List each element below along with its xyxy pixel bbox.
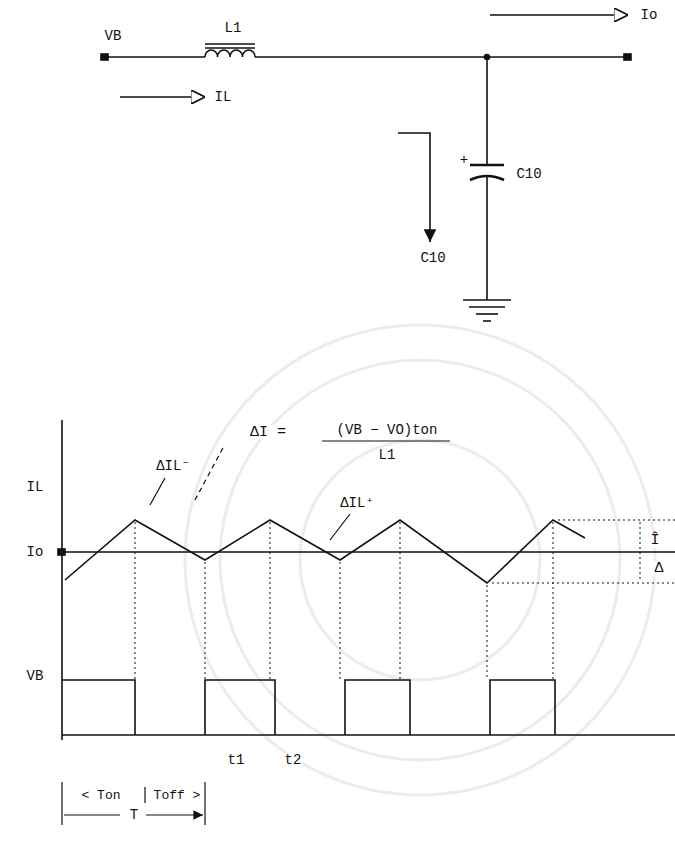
signal-label: Io [26, 545, 45, 559]
waveforms [58, 420, 675, 740]
signal-label: Î [649, 533, 660, 548]
component-label: IL [214, 90, 233, 104]
signal-label: ΔI = [249, 425, 287, 440]
component-label: L1 [224, 21, 243, 35]
component-label: Io [640, 8, 659, 22]
signal-label: t2 [284, 753, 303, 767]
signal-label: L1 [378, 448, 397, 462]
watermark-seal [185, 325, 655, 795]
guide-lines [135, 520, 675, 680]
signal-label: (VB − VO)ton [336, 423, 439, 437]
signal-label: IL [26, 480, 45, 494]
signal-label: Δ [653, 561, 664, 576]
signal-label: t1 [227, 753, 246, 767]
component-label: C10 [419, 251, 446, 265]
signal-label: Toff > [153, 789, 202, 802]
period-marks [62, 782, 205, 825]
formula-marks [150, 441, 450, 540]
component-label: VB [104, 29, 123, 43]
component-label: + [459, 153, 469, 167]
signal-label: ΔIL⁺ [339, 496, 375, 510]
signal-label: VB [26, 669, 45, 683]
circuit [101, 15, 631, 321]
signal-label: ΔIL⁻ [155, 459, 191, 473]
signal-label: T [129, 808, 139, 822]
signal-label: < Ton [80, 789, 121, 802]
component-label: C10 [515, 167, 542, 181]
